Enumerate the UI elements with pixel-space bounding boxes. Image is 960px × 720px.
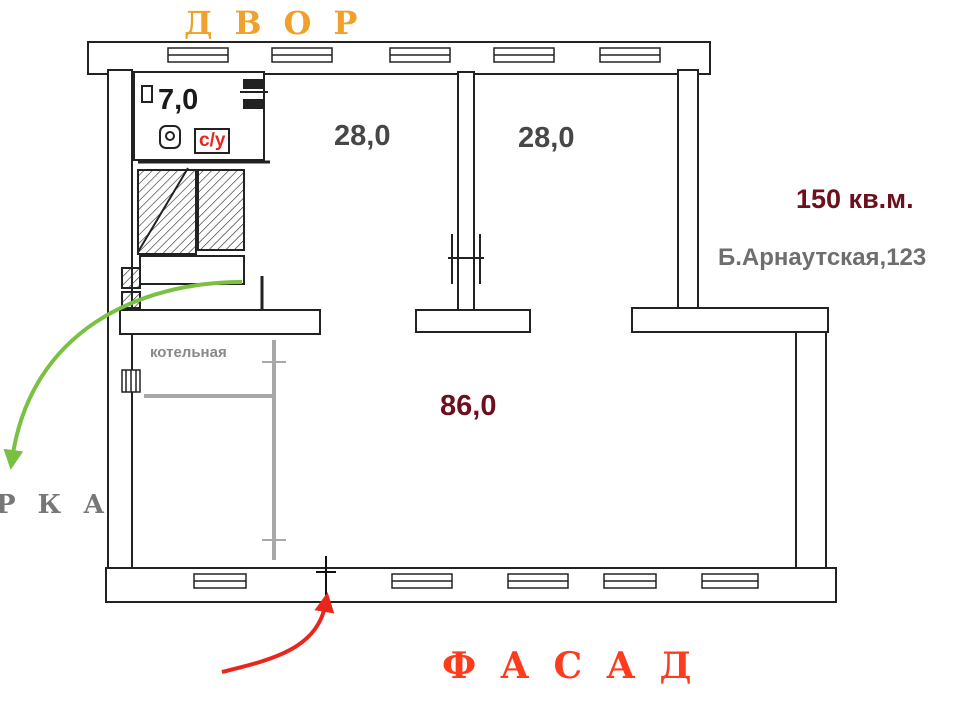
wall-right-upper (677, 69, 699, 311)
interior-partition (415, 71, 531, 333)
total-area: 150 кв.м. (796, 184, 914, 214)
side-label-arch: РКА (0, 490, 127, 520)
room-label-wc: с/у (194, 128, 231, 154)
windows-bottom (193, 573, 759, 589)
wall-right-lower (795, 311, 827, 575)
address: Б.Арнаутская,123 (718, 244, 927, 271)
entry-door-marker (316, 556, 336, 596)
service-block (119, 71, 321, 335)
boiler-partition (144, 340, 286, 560)
side-label-facade: ФАСАД (442, 645, 716, 687)
left-wall-openings (121, 369, 141, 393)
room-area-right: 28,0 (518, 122, 575, 154)
side-label-yard: ДВОР (184, 4, 380, 42)
room-label-boiler: котельная (150, 344, 227, 361)
windows-top (167, 47, 661, 63)
wall-step-right (631, 307, 829, 333)
room-area-main-hall: 86,0 (440, 390, 497, 422)
room-area-left: 28,0 (334, 120, 391, 152)
yard-exit-arrow (3, 280, 243, 470)
room-area-wc: 7,0 (158, 84, 199, 116)
entry-arrow (221, 592, 335, 674)
